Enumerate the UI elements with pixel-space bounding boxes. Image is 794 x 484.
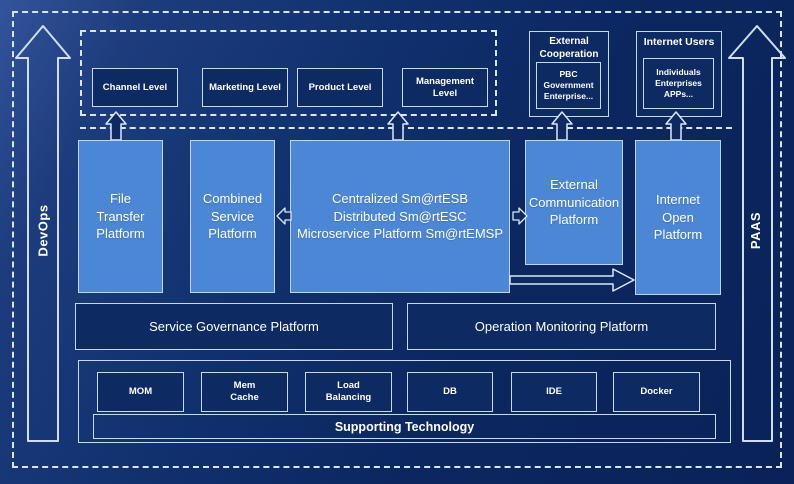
- paas-arrow-icon: [728, 25, 786, 442]
- combined-service-platform-label: Combined Service Platform: [202, 191, 263, 242]
- level-box-management: Management Level: [402, 68, 488, 107]
- diagram-dashed-border: [12, 11, 782, 468]
- tech-box-ide: IDE: [511, 372, 597, 412]
- level-box-product: Product Level: [297, 68, 383, 107]
- tech-label: Mem Cache: [230, 380, 259, 403]
- flow-arrow-icon: [509, 268, 635, 292]
- internet-open-platform-box: Internet Open Platform: [635, 140, 721, 295]
- supporting-technology-bar: Supporting Technology: [93, 414, 716, 439]
- business-levels-group: [80, 30, 497, 116]
- tech-label: MOM: [128, 386, 153, 398]
- tech-label: DB: [443, 386, 457, 398]
- file-transfer-platform-box: File Transfer Platform: [78, 140, 163, 293]
- up-arrow-icon: [105, 111, 127, 141]
- level-label: Product Level: [308, 81, 372, 93]
- tech-box-mem-cache: Mem Cache: [201, 372, 288, 412]
- internet-users-members: Individuals Enterprises APPs...: [643, 58, 714, 109]
- external-cooperation-title: External Cooperation: [539, 36, 599, 60]
- operation-monitoring-box: Operation Monitoring Platform: [407, 303, 716, 350]
- external-communication-platform-box: External Communication Platform: [525, 140, 623, 265]
- supporting-technology-label: Supporting Technology: [334, 419, 475, 434]
- combined-service-platform-box: Combined Service Platform: [190, 140, 275, 293]
- level-label: Marketing Level: [209, 81, 281, 93]
- tech-box-load-balancing: Load Balancing: [305, 372, 392, 412]
- file-transfer-platform-label: File Transfer Platform: [96, 191, 145, 242]
- level-box-marketing: Marketing Level: [202, 68, 288, 107]
- level-label: Channel Level: [102, 81, 168, 93]
- tech-label: IDE: [546, 386, 562, 398]
- supporting-technology-group: [78, 360, 731, 443]
- devops-rail: DevOps: [14, 150, 72, 310]
- level-label: Management Level: [415, 75, 475, 99]
- tech-label: Docker: [640, 386, 673, 398]
- internet-users-box: Internet Users Individuals Enterprises A…: [636, 31, 722, 117]
- external-cooperation-members: PBC Government Enterprise...: [536, 62, 601, 109]
- tech-box-mom: MOM: [97, 372, 184, 412]
- service-governance-label: Service Governance Platform: [149, 319, 319, 334]
- paas-rail: PAAS: [727, 150, 785, 310]
- service-governance-box: Service Governance Platform: [75, 303, 393, 350]
- operation-monitoring-label: Operation Monitoring Platform: [474, 319, 649, 334]
- devops-arrow-icon: [15, 25, 71, 442]
- tech-box-docker: Docker: [613, 372, 700, 412]
- up-arrow-icon: [551, 111, 573, 141]
- internet-users-title: Internet Users: [643, 36, 715, 48]
- tech-label: Load Balancing: [325, 380, 372, 403]
- level-box-channel: Channel Level: [92, 68, 178, 107]
- esb-platform-label: Centralized Sm@rtESB Distributed Sm@rtES…: [296, 191, 504, 242]
- right-arrow-icon: [512, 207, 528, 225]
- paas-label: PAAS: [748, 211, 764, 249]
- external-communication-platform-label: External Communication Platform: [528, 177, 620, 228]
- up-arrow-icon: [387, 111, 409, 141]
- devops-label: DevOps: [35, 203, 51, 257]
- esb-platform-box: Centralized Sm@rtESB Distributed Sm@rtES…: [290, 140, 510, 293]
- separator-dashed-line: [80, 127, 732, 129]
- external-cooperation-box: External Cooperation PBC Government Ente…: [529, 31, 609, 117]
- up-arrow-icon: [665, 111, 687, 141]
- left-arrow-icon: [276, 207, 292, 225]
- tech-box-db: DB: [407, 372, 493, 412]
- internet-open-platform-label: Internet Open Platform: [653, 192, 703, 243]
